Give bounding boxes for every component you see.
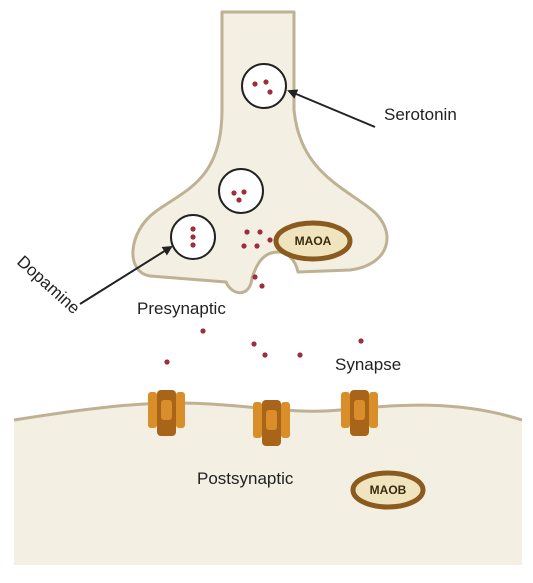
serotonin-label: Serotonin [384, 105, 457, 124]
postsynaptic-label: Postsynaptic [197, 469, 294, 488]
serotonin-arrow [287, 89, 376, 128]
presynaptic-terminal [131, 10, 389, 295]
maoa-enzyme: MAOA [273, 220, 353, 262]
receptor-1 [148, 390, 185, 436]
receptor-2 [253, 400, 290, 446]
neurotransmitters-presynaptic [241, 229, 273, 289]
presynaptic-label: Presynaptic [137, 299, 226, 318]
dopamine-arrow [79, 245, 173, 305]
maob-enzyme: MAOB [350, 470, 426, 510]
synapse-label: Synapse [335, 355, 401, 374]
maob-label: MAOB [370, 483, 407, 497]
vesicle-serotonin [241, 63, 287, 109]
maoa-label: MAOA [295, 234, 332, 248]
neurotransmitters-cleft [164, 328, 364, 365]
receptor-3 [341, 390, 378, 436]
vesicle-dopamine [170, 214, 216, 260]
vesicle-middle [218, 168, 264, 214]
dopamine-label: Dopamine [13, 252, 83, 318]
postsynaptic-cell [14, 402, 522, 565]
